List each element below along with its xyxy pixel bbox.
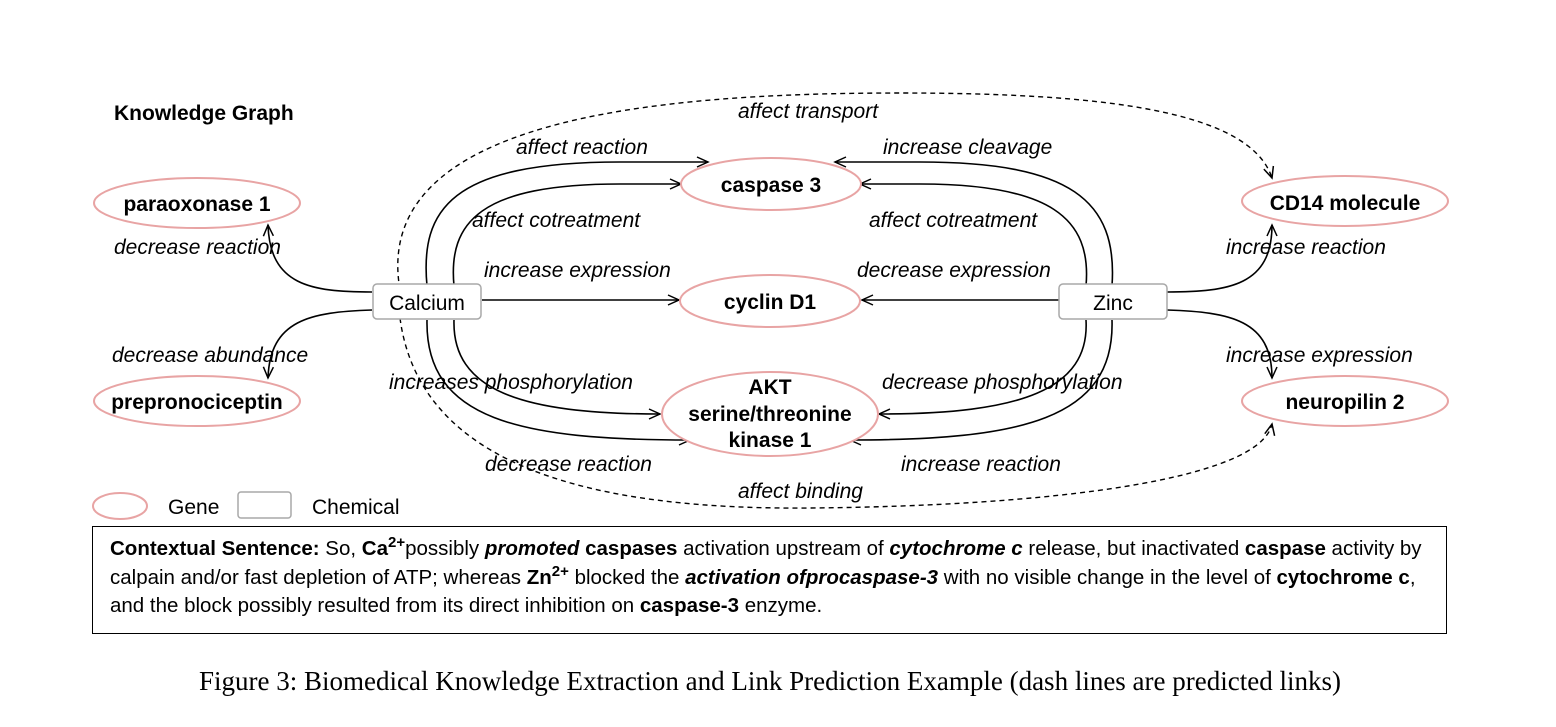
edge-affect-binding [399, 317, 1276, 509]
label-affect-cotreatment-right: affect cotreatment [869, 209, 1038, 232]
node-label: paraoxonase 1 [123, 193, 270, 216]
node-label: neuropilin 2 [1285, 391, 1404, 414]
edge-zinc-cd14 [1166, 223, 1278, 293]
edge-calcium-akt-inner [453, 319, 662, 420]
sentence-calcium: Ca [361, 537, 388, 560]
node-label: Zinc [1093, 292, 1133, 315]
node-neuropilin-2: neuropilin 2 [1241, 375, 1449, 427]
label-affect-cotreatment-left: affect cotreatment [472, 209, 641, 232]
label-increase-expression-left: increase expression [484, 259, 671, 282]
node-calcium: Calcium [372, 283, 482, 320]
label-affect-transport: affect transport [738, 100, 879, 123]
label-increase-reaction-right: increase reaction [1226, 236, 1386, 259]
node-zinc: Zinc [1058, 283, 1168, 320]
sentence-text: activity by calpain and/or fast depletio… [110, 537, 1422, 589]
sentence-caspases: caspases [585, 537, 678, 560]
sentence-text: activation upstream of [677, 537, 890, 560]
node-cd14-molecule: CD14 molecule [1241, 175, 1449, 227]
label-increase-reaction-bottom: increase reaction [901, 453, 1061, 476]
node-caspase-3: caspase 3 [680, 157, 862, 211]
label-affect-reaction: affect reaction [516, 136, 648, 159]
label-increases-phosphorylation: increases phosphorylation [389, 371, 633, 394]
edge-zinc-caspase-inner [858, 178, 1088, 287]
sentence-text: blocked the [568, 565, 686, 589]
node-akt: AKT serine/threonine kinase 1 [661, 371, 879, 457]
legend-chemical-label: Chemical [312, 496, 400, 519]
edge-zinc-akt-inner [877, 319, 1087, 420]
edge-calcium-caspase-inner [452, 178, 683, 287]
sentence-text: release, but inactivated [1022, 537, 1245, 560]
sentence-zinc-charge: 2+ [551, 562, 569, 580]
sentence-activation: activation ofprocaspase-3 [685, 565, 939, 589]
sentence-text: enzyme. [739, 594, 823, 617]
edge-calcium-paraoxonase [262, 223, 373, 293]
label-decrease-expression: decrease expression [857, 259, 1051, 282]
edge-affect-transport [397, 92, 1275, 291]
sentence-zinc: Zn [526, 565, 552, 589]
node-prepronociceptin: prepronociceptin [93, 375, 301, 427]
sentence-text: , and the block possibly resulted from i… [110, 565, 1416, 618]
edge-calcium-akt-outer [426, 319, 692, 446]
node-label: Calcium [389, 292, 465, 315]
node-cyclin-d1: cyclin D1 [679, 274, 861, 328]
sentence-text: possibly [405, 537, 485, 560]
label-affect-binding: affect binding [738, 480, 863, 503]
sentence-caspase-3: caspase-3 [639, 594, 740, 617]
node-label: caspase 3 [721, 174, 821, 197]
legend: Gene Chemical [92, 491, 400, 520]
label-decrease-abundance: decrease abundance [112, 344, 308, 367]
legend-chemical-swatch [237, 491, 292, 519]
contextual-sentence-box: Contextual Sentence: So, Ca2+possibly pr… [92, 526, 1447, 634]
label-increase-expression-right: increase expression [1226, 344, 1413, 367]
node-label-line-1: AKT [748, 376, 791, 399]
graph-title: Knowledge Graph [114, 102, 294, 125]
sentence-caspase: caspase [1244, 537, 1326, 560]
node-paraoxonase-1: paraoxonase 1 [93, 177, 301, 229]
label-decrease-reaction-bottom: decrease reaction [485, 453, 652, 476]
node-label-line-2: serine/threonine [688, 403, 851, 426]
edge-calcium-prepronociceptin [262, 309, 373, 380]
edge-zinc-neuropilin [1166, 309, 1278, 380]
node-label: cyclin D1 [724, 291, 817, 314]
label-decrease-reaction-left: decrease reaction [114, 236, 281, 259]
label-decrease-phosphorylation: decrease phosphorylation [882, 371, 1123, 394]
sentence-cytochrome-c-1: cytochrome c [889, 537, 1023, 560]
sentence-label: Contextual Sentence: [110, 537, 320, 560]
sentence-cytochrome-c-2: cytochrome c [1276, 565, 1410, 589]
figure-caption: Figure 3: Biomedical Knowledge Extractio… [199, 666, 1341, 696]
label-increase-cleavage: increase cleavage [883, 136, 1052, 159]
legend-gene-label: Gene [168, 496, 219, 519]
edge-zinc-akt-outer [848, 319, 1113, 446]
node-label: CD14 molecule [1270, 192, 1421, 215]
sentence-text: with no visible change in the level of [938, 565, 1277, 589]
node-label: prepronociceptin [111, 391, 283, 414]
edge-calcium-caspase-outer [425, 156, 710, 287]
node-label-line-3: kinase 1 [729, 429, 812, 452]
sentence-text: So, [319, 537, 362, 560]
legend-gene-swatch [92, 492, 148, 520]
sentence-calcium-charge: 2+ [388, 534, 406, 552]
edge-zinc-caspase-outer [833, 156, 1114, 287]
sentence-promoted: promoted [484, 537, 580, 560]
